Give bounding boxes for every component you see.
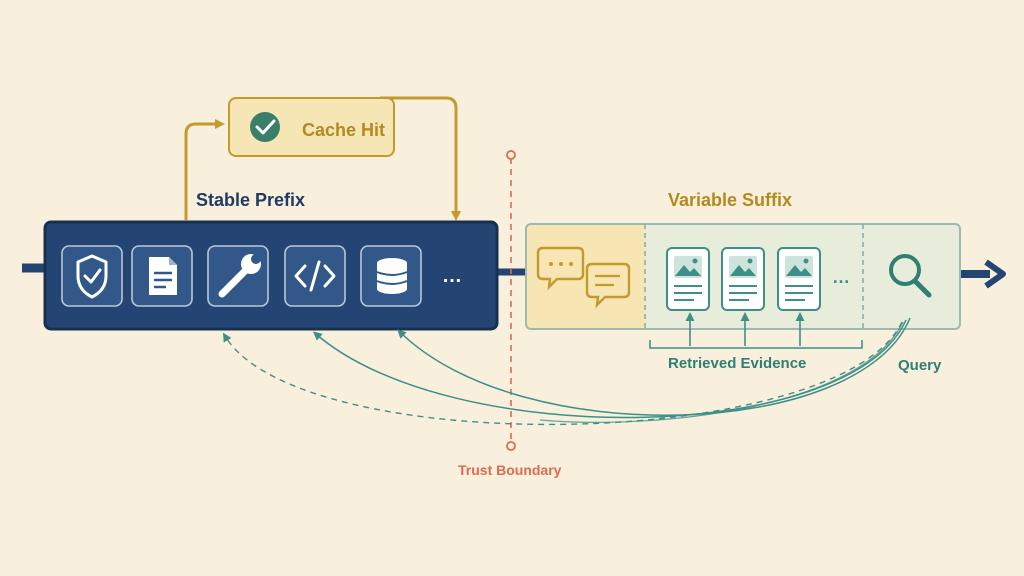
cache-hit-box: Cache Hit (228, 97, 395, 157)
retrieved-evidence-label: Retrieved Evidence (668, 355, 806, 372)
shield-check-icon (76, 254, 108, 299)
prefix-tile-tools (207, 245, 269, 307)
trust-boundary-label: Trust Boundary (458, 462, 562, 478)
database-icon (376, 258, 408, 294)
query-influence-curve-3-dashed (222, 321, 903, 426)
prefix-tile-data (360, 245, 422, 307)
prefix-tile-policy (61, 245, 123, 307)
query-label: Query (898, 357, 942, 374)
check-circle-icon (250, 112, 280, 142)
evidence-card-3 (777, 247, 821, 311)
evidence-card-1 (666, 247, 710, 311)
prefix-tile-document (131, 245, 193, 307)
trust-boundary (506, 150, 516, 451)
evidence-card-2 (721, 247, 765, 311)
cache-loop-out-arrow (380, 96, 461, 221)
evidence-more-ellipsis: … (832, 267, 850, 287)
evidence-bracket (649, 340, 863, 349)
variable-suffix-label: Variable Suffix (668, 190, 792, 210)
pipeline-arrow-head (984, 259, 1006, 289)
prefix-tile-code (284, 245, 346, 307)
image-thumbnail-icon (674, 256, 702, 278)
variable-suffix-block: … (525, 223, 961, 330)
code-icon (294, 260, 336, 292)
stable-prefix-label: Stable Prefix (196, 190, 305, 210)
image-thumbnail-icon (785, 256, 813, 278)
query-influence-curve-4 (539, 321, 904, 423)
chat-bubbles-icon (536, 246, 631, 309)
document-icon (149, 257, 177, 295)
query-influence-curve-1 (397, 317, 911, 416)
magnifier-icon (889, 254, 932, 298)
cache-hit-label: Cache Hit (302, 120, 385, 140)
query-influence-curve-2 (312, 319, 907, 419)
stable-prefix-block: … (43, 220, 499, 331)
prefix-more-ellipsis: … (442, 265, 462, 287)
wrench-icon (218, 254, 261, 298)
image-thumbnail-icon (729, 256, 757, 278)
cache-loop-in-arrow (184, 119, 225, 220)
